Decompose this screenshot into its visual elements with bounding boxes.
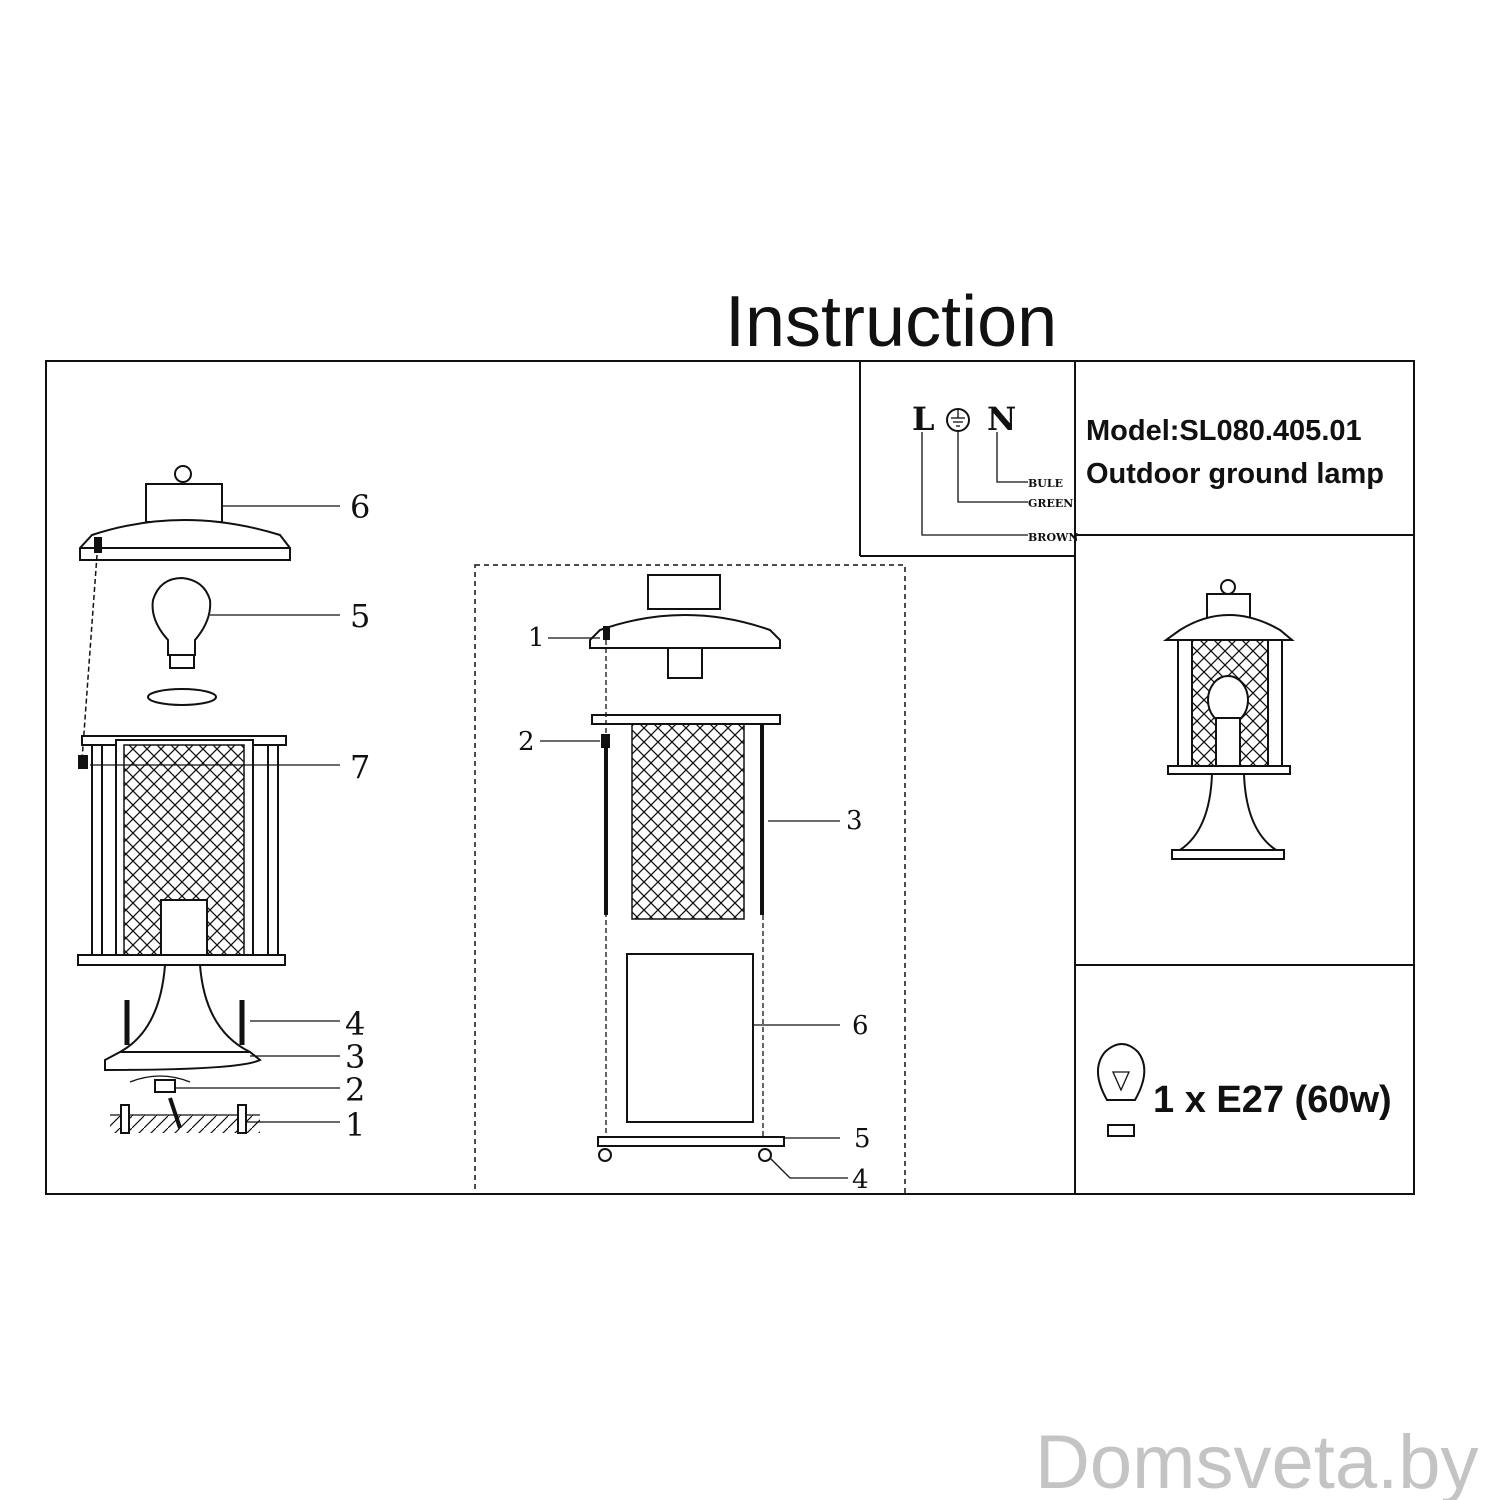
watermark: Domsveta.by xyxy=(1035,1420,1479,1500)
middle-label-2: 2 xyxy=(518,727,535,757)
earth-icon xyxy=(946,408,970,432)
bulb-icon xyxy=(1097,1043,1146,1137)
left-label-2: 2 xyxy=(345,1071,365,1109)
terminal-neutral: N xyxy=(987,400,1016,438)
wire-green-label: GREEN xyxy=(1028,497,1073,510)
middle-label-4: 4 xyxy=(852,1165,869,1195)
left-label-6: 6 xyxy=(350,488,370,526)
model-number: Model:SL080.405.01 xyxy=(1086,415,1362,447)
middle-label-3: 3 xyxy=(846,806,863,836)
exploded-view-middle xyxy=(540,574,848,1179)
left-label-3: 3 xyxy=(345,1038,365,1076)
wire-blue-label: BULE xyxy=(1028,477,1063,490)
middle-label-6: 6 xyxy=(852,1011,869,1041)
left-label-4: 4 xyxy=(345,1005,365,1043)
middle-label-1: 1 xyxy=(528,623,545,653)
exploded-view-left xyxy=(77,465,340,1134)
page-title: Instruction xyxy=(725,282,1057,362)
bulb-spec: 1 x E27 (60w) xyxy=(1153,1079,1392,1121)
terminal-live: L xyxy=(912,400,935,438)
outer-frame xyxy=(45,360,1415,1195)
wiring-diagram: L N BULE GREEN BROWN xyxy=(912,400,1078,544)
assembled-lamp-illustration xyxy=(1162,579,1295,860)
wire-brown-label: BROWN xyxy=(1028,531,1078,544)
product-name: Outdoor ground lamp xyxy=(1086,458,1384,490)
left-label-1: 1 xyxy=(345,1106,365,1144)
left-label-5: 5 xyxy=(350,597,370,635)
middle-label-5: 5 xyxy=(854,1124,871,1154)
left-label-7: 7 xyxy=(350,748,370,786)
